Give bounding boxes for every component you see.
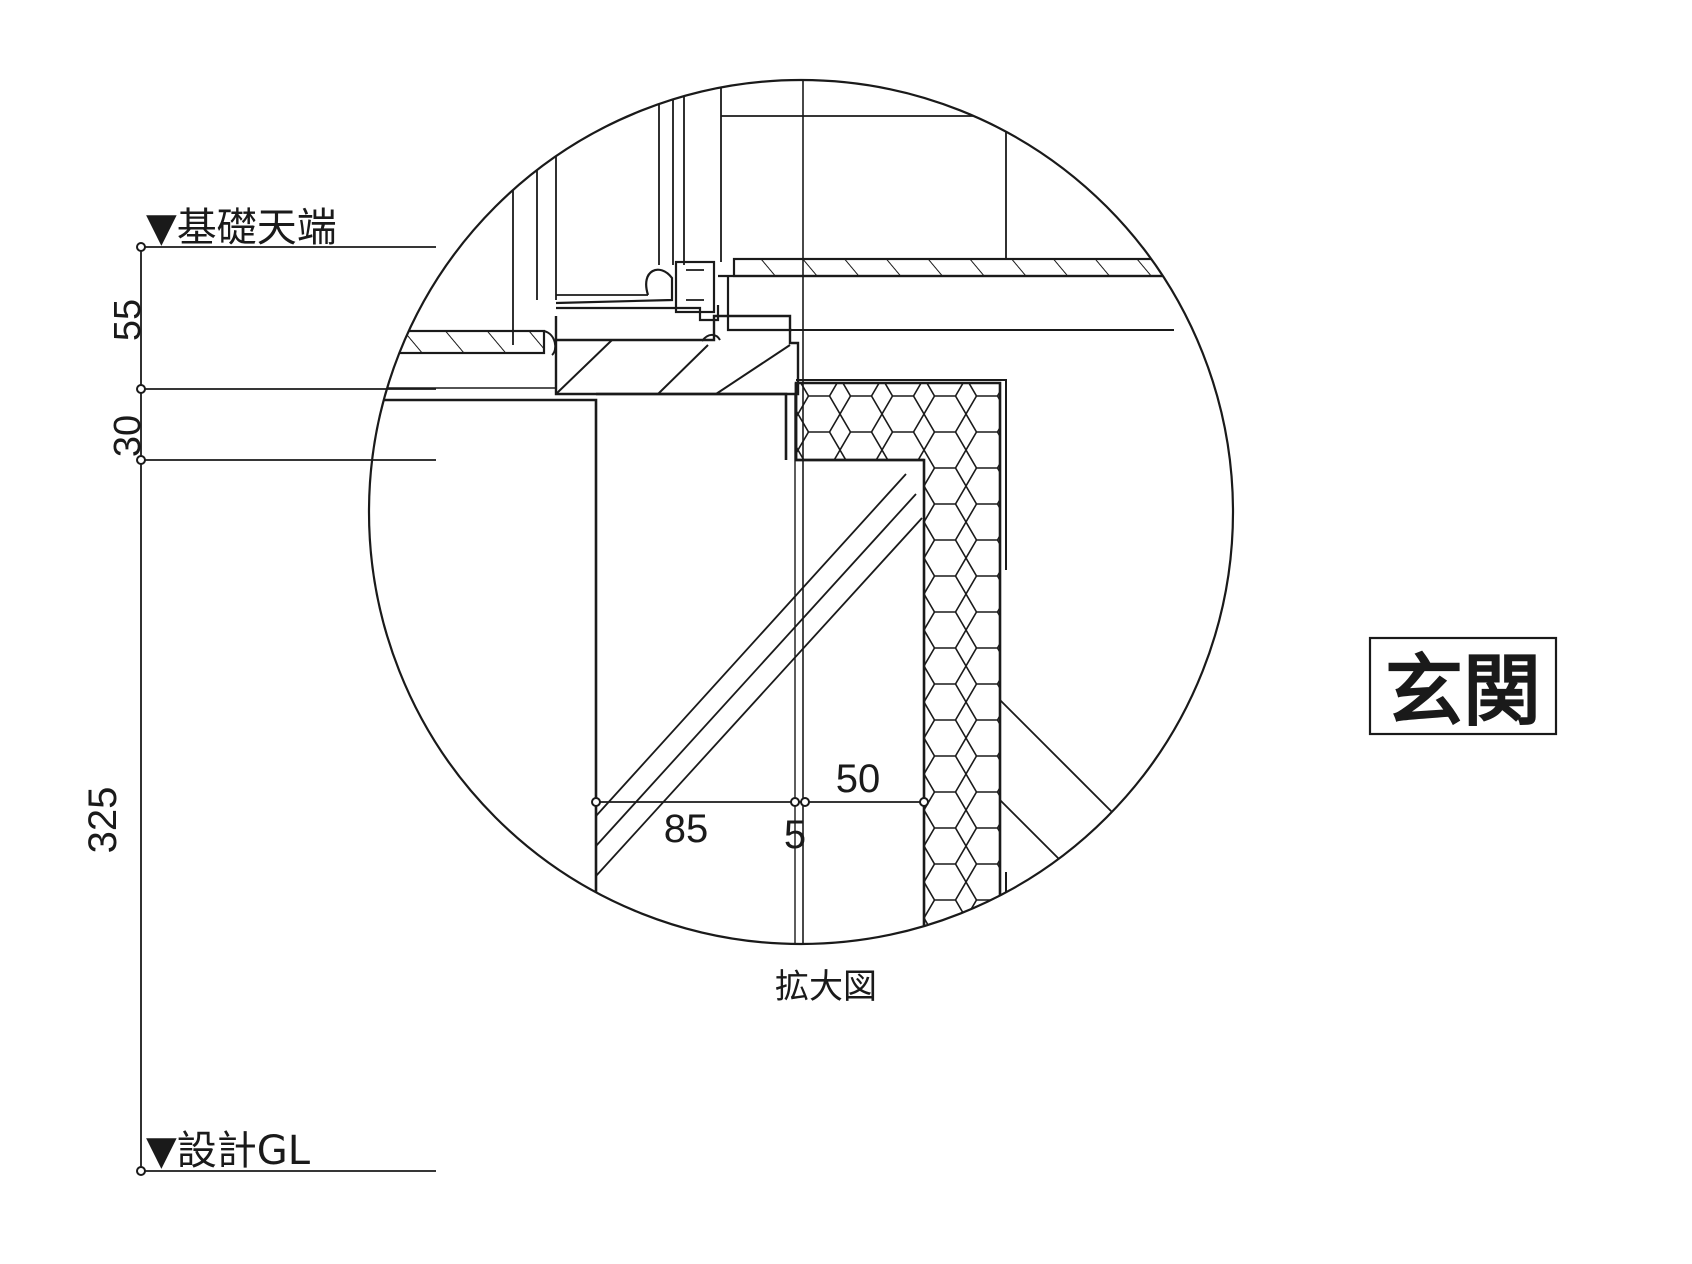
door-frame bbox=[512, 80, 1160, 345]
insulation-board bbox=[794, 379, 1007, 932]
dimension-node bbox=[136, 455, 146, 465]
dimension-30: 30 bbox=[107, 415, 149, 457]
room-label: 玄関 bbox=[1368, 636, 1558, 737]
dimension-node bbox=[136, 1166, 146, 1176]
entrance-floor-tile bbox=[394, 329, 557, 356]
dimension-325: 325 bbox=[81, 787, 125, 854]
dimension-node bbox=[136, 242, 146, 252]
dimension-55: 55 bbox=[107, 299, 149, 341]
floor-board-right bbox=[718, 257, 1176, 332]
level-label-design-gl: ▼設計GL bbox=[146, 1128, 311, 1174]
level-label-foundation-top: ▼基礎天端 bbox=[146, 205, 337, 251]
detail-caption: 拡大図 bbox=[775, 967, 877, 1007]
foundation-wall bbox=[376, 387, 788, 944]
dimension-5: 5 bbox=[784, 813, 806, 857]
threshold-block bbox=[554, 314, 800, 396]
room-label-box bbox=[1368, 636, 1558, 736]
dimension-85: 85 bbox=[664, 807, 709, 851]
vertical-dimension-chain: ▼基礎天端 ▼設計GL 55 30 325 bbox=[81, 205, 436, 1176]
dimension-node bbox=[136, 384, 146, 394]
dimension-50: 50 bbox=[836, 757, 881, 801]
detail-circle-outline bbox=[367, 78, 1235, 946]
diagonal-brace bbox=[595, 473, 1121, 881]
room-label-text: 玄関 bbox=[1385, 647, 1541, 737]
enlarged-detail: 85 5 50 bbox=[367, 78, 1235, 946]
horizontal-dimension bbox=[591, 797, 929, 807]
